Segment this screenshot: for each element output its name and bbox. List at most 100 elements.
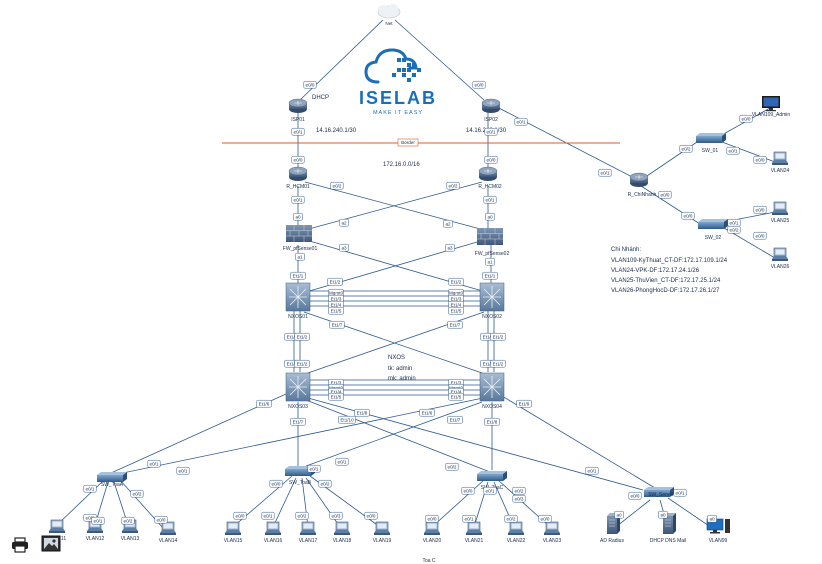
port-label: Et1/1 [290,271,306,280]
svg-text:e0/0: e0/0 [428,517,437,522]
nxos-note-user: tk: admin [388,366,412,372]
host-vlan23-label: VLAN23 [543,538,562,544]
port-label: a1 [485,257,495,266]
svg-text:e0/1: e0/1 [601,171,610,176]
svg-text:e0/0: e0/0 [631,494,640,499]
host-adradius-label: AD Radius [600,538,624,544]
svg-text:Et1/3: Et1/3 [331,297,342,302]
print-button[interactable] [11,537,29,553]
port-label: e0/1 [462,514,476,523]
svg-text:Et1/1: Et1/1 [485,274,496,279]
host-vlan18-icon[interactable] [334,521,350,535]
host-vlan24-icon[interactable] [772,151,788,165]
switch-toac-icon[interactable] [477,471,507,481]
swtoab-label: SW_ToaB [289,480,312,486]
host-vlan14-icon[interactable] [160,521,176,535]
host-vlan21-icon[interactable] [466,521,482,535]
host-vlan12-label: VLAN12 [86,536,105,542]
port-label: Et1/6 [256,399,272,408]
svg-text:Et1/7: Et1/7 [293,420,304,425]
host-vlan16-label: VLAN16 [264,538,283,544]
nexus-switch-nxos03-icon[interactable] [285,372,311,402]
svg-text:Et1/3: Et1/3 [451,381,462,386]
isp01-ip-note: 14.16.240.1/30 [316,128,357,134]
svg-text:e0/1: e0/1 [264,514,273,519]
port-label: e0/0 [484,155,498,164]
svg-text:e0/0: e0/0 [475,83,484,88]
router-rhcm02-icon[interactable] [478,166,498,181]
svg-text:e0/0: e0/0 [306,83,315,88]
switch-toaa-icon[interactable] [97,472,127,482]
svg-text:e0/3: e0/3 [332,514,341,519]
internal-network-note: 172.16.0.0/16 [383,162,420,168]
svg-text:e0/0: e0/0 [294,158,303,163]
port-label: e0/0 [739,114,753,123]
nexus-switch-nxos01-icon[interactable] [285,282,311,312]
port-label: e0/1 [514,117,528,126]
host-vlan26-label: VLAN26 [771,264,790,270]
iselab-logo: ISELAB MAKE IT EASY [359,48,435,116]
host-vlan109-icon[interactable] [762,96,780,112]
switch-sw02-icon[interactable] [698,219,728,229]
router-rhcm01-icon[interactable] [288,166,308,181]
router-rchinhanh-icon[interactable] [629,172,649,187]
svg-text:e0/1: e0/1 [465,517,474,522]
nexus-switch-nxos02-icon[interactable] [479,282,505,312]
svg-text:Et1/4: Et1/4 [331,390,342,395]
host-vlan26-icon[interactable] [772,247,788,261]
switch-sw01-icon[interactable] [696,133,726,143]
host-vlan17-label: VLAN17 [299,538,318,544]
port-label: e0/0 [753,231,767,240]
port-label: e0/0 [681,211,695,220]
svg-text:e0/1: e0/1 [487,130,496,135]
port-label: e0/0 [461,486,475,495]
image-export-button[interactable] [41,535,61,553]
port-label: a0 [707,514,717,523]
port-label: e0/2 [130,489,144,498]
firewall-pfsense02-icon[interactable] [477,228,503,245]
svg-text:a0: a0 [487,215,493,220]
port-label: e0/1 [176,466,190,475]
host-vlan23-icon[interactable] [544,521,560,535]
switch-server-icon[interactable] [644,487,674,497]
svg-text:Et1/7: Et1/7 [450,323,461,328]
port-label: e0/1 [261,511,275,520]
host-vlan20-icon[interactable] [424,521,440,535]
host-vlan15-icon[interactable] [225,521,241,535]
router-isp01-icon[interactable] [288,98,308,113]
rchinhanh-label: R_ChiNhanh [628,192,657,198]
host-vlan22-icon[interactable] [508,521,524,535]
host-vlan19-icon[interactable] [374,521,390,535]
router-isp02-icon[interactable] [481,98,501,113]
host-vlan17-icon[interactable] [300,521,316,535]
host-vlan25-label: VLAN25 [771,218,790,224]
host-vlan16-icon[interactable] [265,521,281,535]
svg-text:e0/1: e0/1 [310,467,319,472]
svg-text:Et1/1: Et1/1 [287,335,298,340]
port-label: Et1/2 [294,332,310,341]
svg-text:e0/0: e0/0 [86,516,95,521]
svg-text:e0/2: e0/2 [448,465,457,470]
nexus-switch-nxos04-icon[interactable] [479,372,505,402]
internet-cloud-icon[interactable] [377,4,401,19]
port-label: e0/1 [673,488,687,497]
svg-text:Et1/4: Et1/4 [451,390,462,395]
svg-text:e0/2: e0/2 [730,228,739,233]
host-vlan11-icon[interactable] [49,519,65,533]
svg-text:e0/1: e0/1 [486,489,495,494]
svg-text:MAKE IT EASY: MAKE IT EASY [373,110,423,116]
host-vlan109-label: VLAN109_Admin [752,112,791,118]
svg-text:e0/0: e0/0 [541,517,550,522]
firewall-pfsense01-icon[interactable] [286,225,312,242]
nxos-note-pass: mk: admin [388,376,416,382]
svg-text:Et1/7: Et1/7 [450,418,461,423]
host-vlan13-label: VLAN13 [121,536,140,542]
svg-text:Et1/5: Et1/5 [451,395,462,400]
svg-text:VLAN109-KyThuat_CT-DF:172.17.1: VLAN109-KyThuat_CT-DF:172.17.109.1/24 [611,258,728,264]
host-dhcpdns-label: DHCP DNS Mail [650,538,687,544]
port-label: a0 [658,510,668,519]
svg-text:e0/2: e0/2 [124,519,133,524]
svg-text:Et1/8: Et1/8 [357,411,368,416]
port-label: e0/1 [483,486,497,495]
host-vlan25-icon[interactable] [772,201,788,215]
